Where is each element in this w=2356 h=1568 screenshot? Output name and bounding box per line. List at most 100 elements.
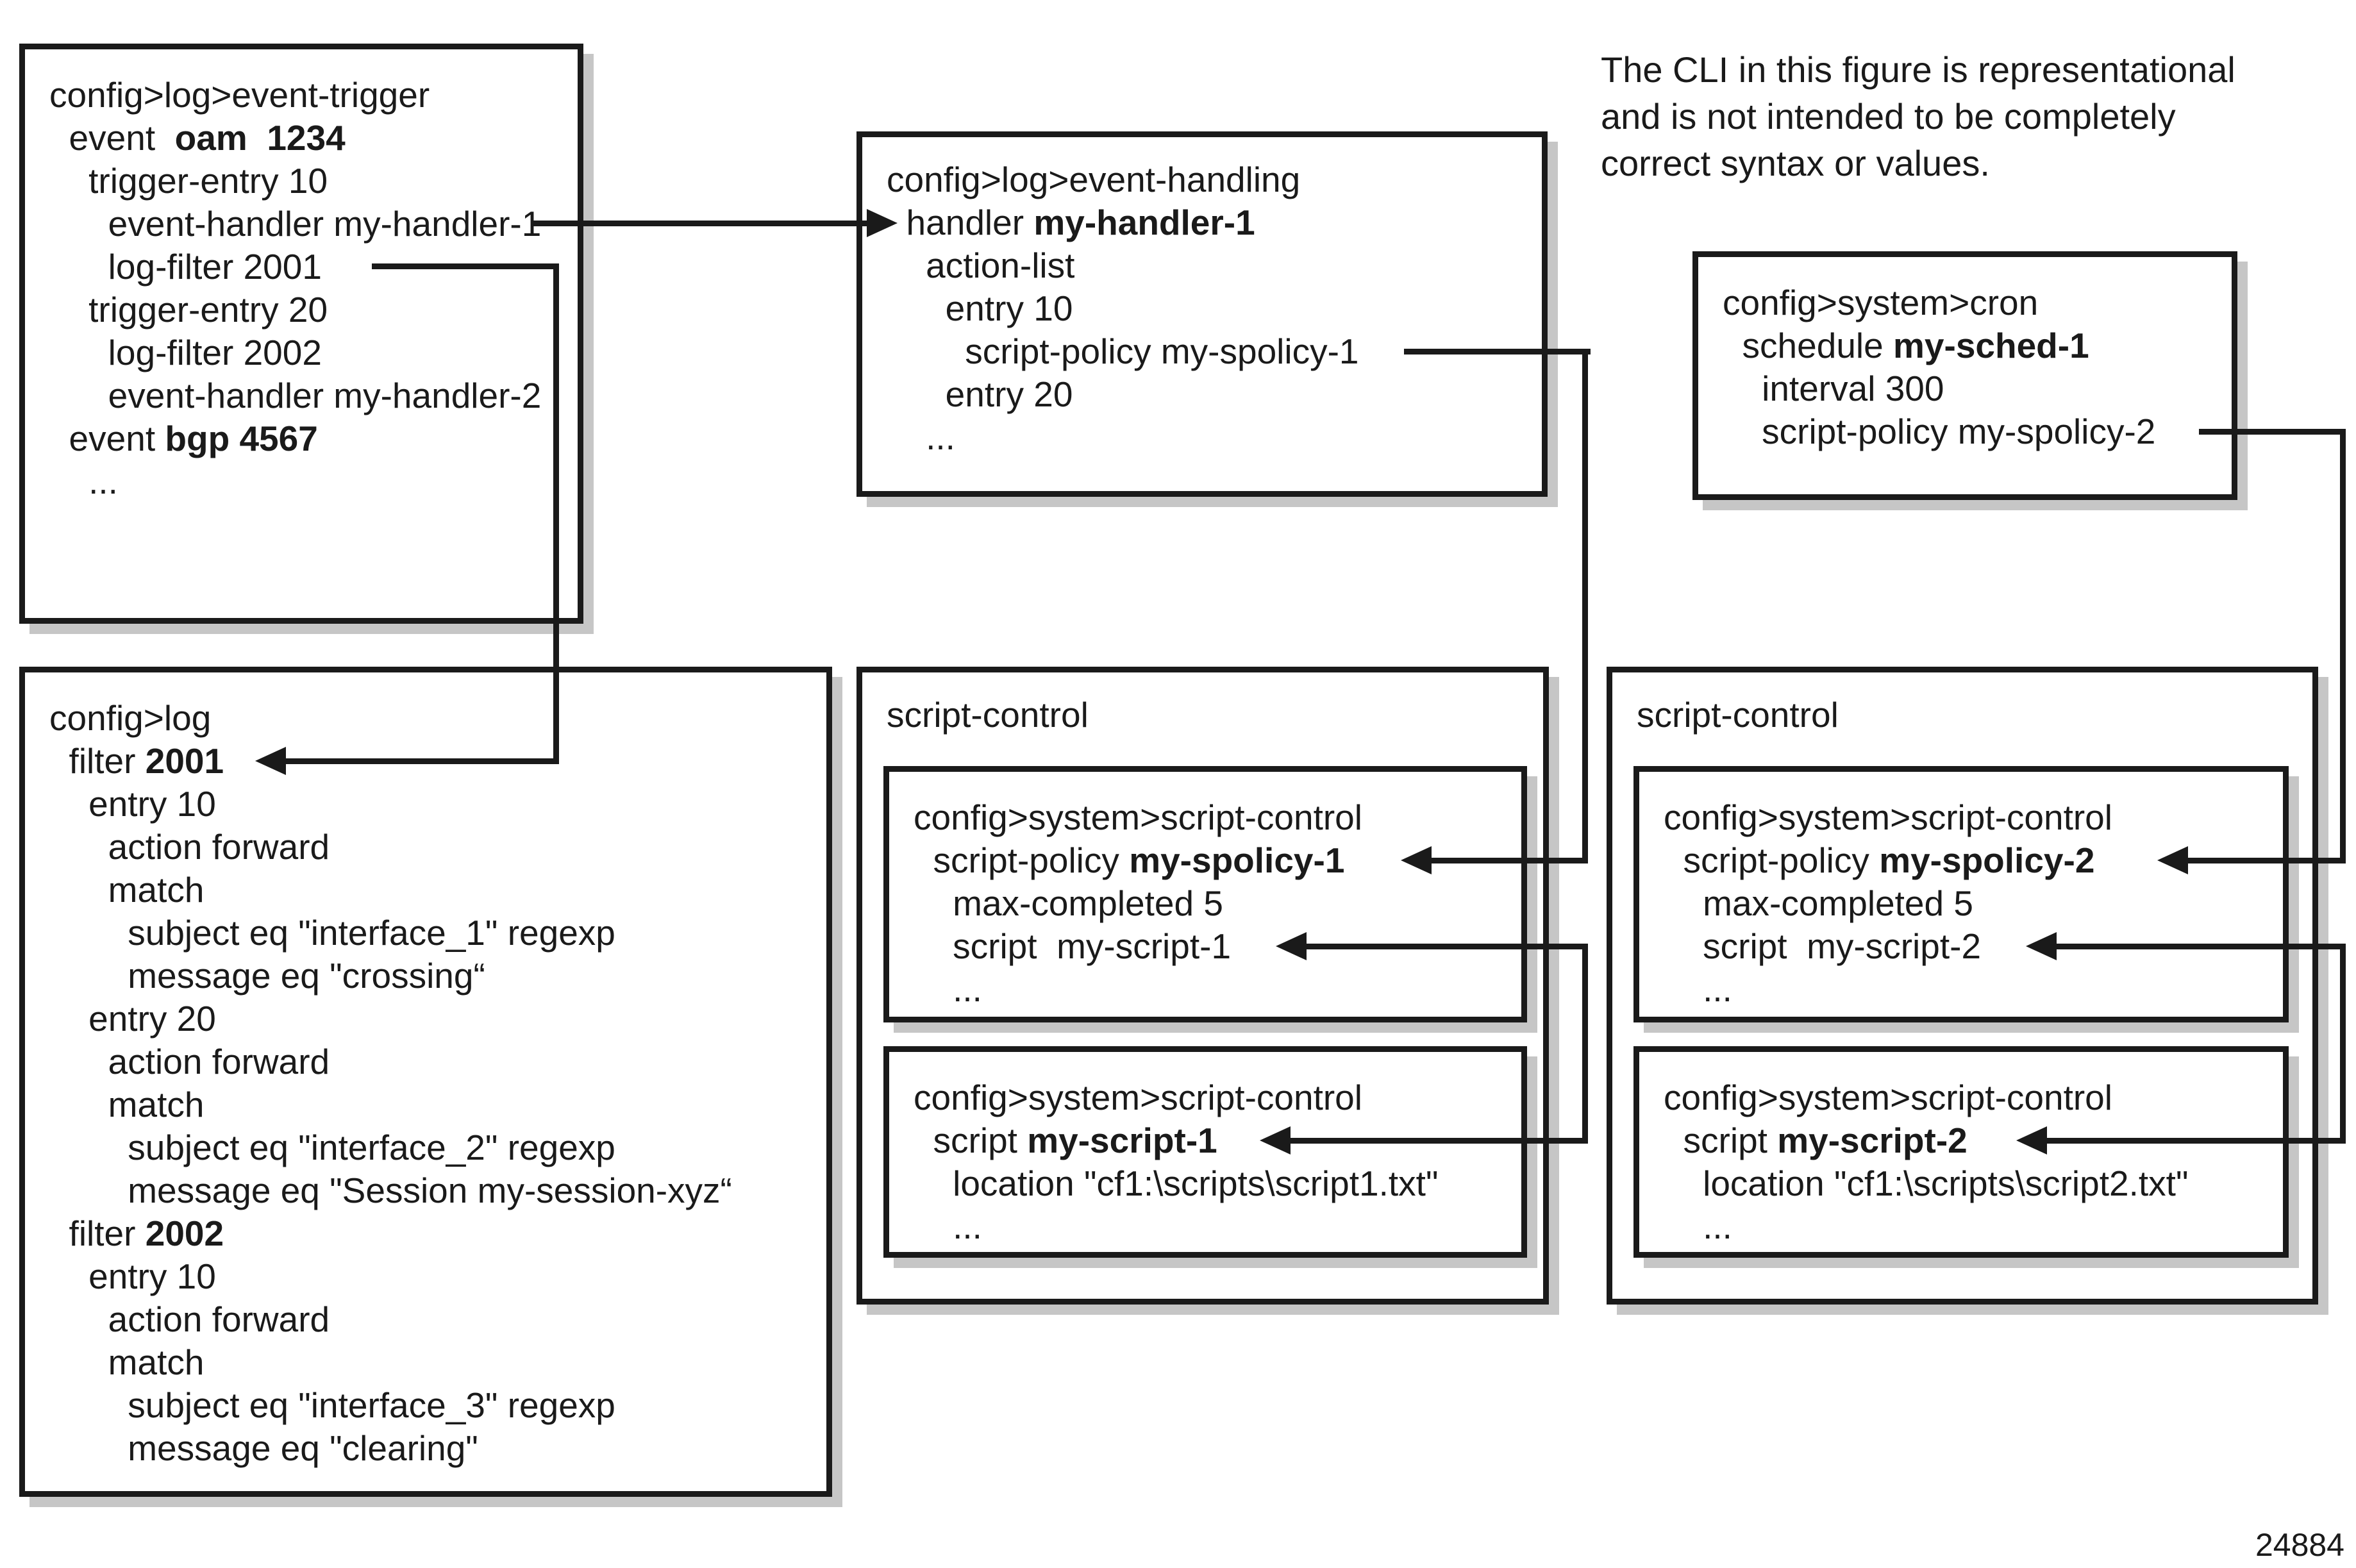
code-line: action forward xyxy=(49,827,330,867)
code-line: subject eq "interface_1" regexp xyxy=(49,913,615,953)
spolicy-2-link-line-top xyxy=(2199,429,2346,435)
code-line: script-policy my-spolicy-1 xyxy=(887,331,1359,371)
code-line: ... xyxy=(914,1206,982,1246)
filter-2001-link-line-bottom xyxy=(285,758,559,764)
script-definition-code-2: config>system>script-control script my-s… xyxy=(1639,1052,2283,1248)
code-line: ... xyxy=(1664,969,1732,1009)
code-line: event-handler my-handler-1 xyxy=(49,204,542,244)
code-line: script my-script-1 xyxy=(914,1121,1217,1160)
code-line: action-list xyxy=(887,246,1075,285)
code-line: handler my-handler-1 xyxy=(887,203,1255,242)
code-line: config>system>script-control xyxy=(1664,797,2112,837)
handler-link-line xyxy=(532,221,872,226)
spolicy-2-link-line-vertical xyxy=(2340,429,2346,863)
code-line: action forward xyxy=(49,1299,330,1339)
disclaimer-note: The CLI in this figure is representation… xyxy=(1601,46,2338,187)
code-line: log-filter 2002 xyxy=(49,333,322,372)
code-line: script-policy my-spolicy-2 xyxy=(1664,840,2095,880)
spolicy-1-link-line-vertical xyxy=(1582,349,1588,863)
cron-box: config>system>cron schedule my-sched-1 i… xyxy=(1692,251,2237,500)
code-line: correct syntax or values. xyxy=(1601,143,1990,183)
code-line: filter 2002 xyxy=(49,1214,224,1253)
code-line: config>system>script-control xyxy=(914,797,1362,837)
script-policy-code-1: config>system>script-control script-poli… xyxy=(889,772,1521,1011)
code-line: message eq "Session my-session-xyz“ xyxy=(49,1171,732,1210)
code-line: subject eq "interface_3" regexp xyxy=(49,1385,615,1425)
filter-2001-link-line-top xyxy=(372,263,559,269)
code-line: match xyxy=(49,1342,205,1382)
script-policy-code-2: config>system>script-control script-poli… xyxy=(1639,772,2283,1011)
log-filters-code: config>log filter 2001 entry 10 action f… xyxy=(25,672,826,1470)
script-definition-box-1: config>system>script-control script my-s… xyxy=(883,1046,1527,1258)
code-line: The CLI in this figure is representation… xyxy=(1601,49,2235,90)
code-line: config>system>script-control xyxy=(914,1078,1362,1117)
spolicy-2-link-line-bottom xyxy=(2187,858,2346,863)
code-line: log-filter 2001 xyxy=(49,247,322,287)
script-policy-box-1: config>system>script-control script-poli… xyxy=(883,766,1527,1022)
code-line: script my-script-2 xyxy=(1664,1121,1968,1160)
figure-number: 24884 xyxy=(2255,1527,2344,1563)
script-definition-code-1: config>system>script-control script my-s… xyxy=(889,1052,1521,1248)
code-line: config>system>script-control xyxy=(1664,1078,2112,1117)
my-script-1-link-line-vertical xyxy=(1582,944,1588,1143)
code-line: action forward xyxy=(49,1042,330,1081)
code-line: match xyxy=(49,1085,205,1124)
code-line: match xyxy=(49,870,205,910)
code-line: ... xyxy=(887,417,955,457)
code-line: filter 2001 xyxy=(49,741,224,781)
code-line: schedule my-sched-1 xyxy=(1723,326,2089,365)
script-control-box-1: script-control config>system>script-cont… xyxy=(856,667,1549,1305)
filter-2001-link-arrowhead-icon xyxy=(255,747,286,775)
code-line: subject eq "interface_2" regexp xyxy=(49,1128,615,1167)
code-line: entry 20 xyxy=(887,374,1073,414)
code-line: entry 10 xyxy=(887,288,1073,328)
code-line: config>log>event-handling xyxy=(887,160,1301,199)
code-line: event bgp 4567 xyxy=(49,419,318,458)
my-script-2-link-arrowhead-bottom-icon xyxy=(2016,1126,2047,1155)
code-line: entry 20 xyxy=(49,999,216,1038)
my-script-1-link-line-bottom xyxy=(1289,1138,1588,1144)
code-line: trigger-entry 20 xyxy=(49,290,328,329)
my-script-1-link-line-top xyxy=(1305,944,1588,949)
code-line: script-policy my-spolicy-2 xyxy=(1723,412,2156,451)
filter-2001-link-line-vertical xyxy=(553,263,559,763)
my-script-1-link-arrowhead-top-icon xyxy=(1276,932,1307,960)
script-policy-box-2: config>system>script-control script-poli… xyxy=(1633,766,2289,1022)
event-trigger-code: config>log>event-trigger event oam 1234 … xyxy=(25,49,578,503)
my-script-2-link-line-bottom xyxy=(2046,1138,2346,1144)
code-line: event-handler my-handler-2 xyxy=(49,376,542,415)
code-line: script my-script-2 xyxy=(1664,926,1982,966)
spolicy-1-link-line-top xyxy=(1404,349,1591,354)
my-script-1-link-arrowhead-bottom-icon xyxy=(1260,1126,1291,1155)
code-line: entry 10 xyxy=(49,784,216,824)
code-line: event oam 1234 xyxy=(49,118,346,158)
script-control-box-2: script-control config>system>script-cont… xyxy=(1607,667,2318,1305)
script-definition-box-2: config>system>script-control script my-s… xyxy=(1633,1046,2289,1258)
code-line: script-policy my-spolicy-1 xyxy=(914,840,1345,880)
spolicy-2-link-arrowhead-icon xyxy=(2157,846,2188,874)
code-line: ... xyxy=(49,462,118,501)
event-handling-box: config>log>event-handling handler my-han… xyxy=(856,131,1548,497)
code-line: config>system>cron xyxy=(1723,283,2039,322)
code-line: entry 10 xyxy=(49,1256,216,1296)
event-handling-code: config>log>event-handling handler my-han… xyxy=(862,137,1542,459)
code-line: location "cf1:\scripts\script2.txt" xyxy=(1664,1163,2189,1203)
my-script-2-link-line-top xyxy=(2055,944,2346,949)
spolicy-1-link-line-bottom xyxy=(1430,858,1588,863)
code-line: script my-script-1 xyxy=(914,926,1232,966)
log-filters-box: config>log filter 2001 entry 10 action f… xyxy=(19,667,832,1497)
code-line: message eq "crossing“ xyxy=(49,956,485,996)
code-line: config>log>event-trigger xyxy=(49,75,430,115)
code-line: interval 300 xyxy=(1723,369,1944,408)
code-line: message eq "clearing" xyxy=(49,1428,478,1468)
code-line: and is not intended to be completely xyxy=(1601,96,2176,137)
script-control-title-1: script-control xyxy=(887,695,1089,735)
code-line: ... xyxy=(1664,1206,1732,1246)
code-line: ... xyxy=(914,969,982,1009)
my-script-2-link-line-vertical xyxy=(2340,944,2346,1143)
code-line: max-completed 5 xyxy=(1664,883,1973,923)
my-script-2-link-arrowhead-top-icon xyxy=(2026,932,2057,960)
script-control-title-2: script-control xyxy=(1637,695,1839,735)
spolicy-1-link-arrowhead-icon xyxy=(1401,846,1432,874)
